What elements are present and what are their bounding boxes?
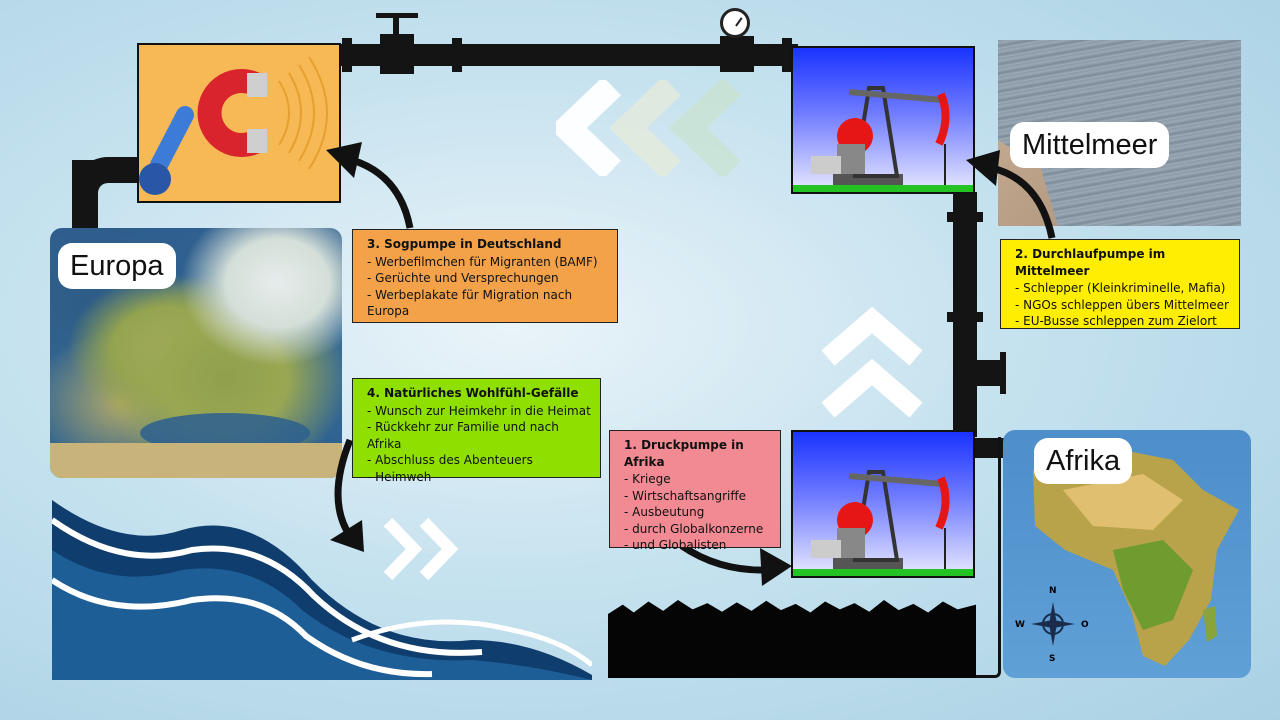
panel-druckpumpe: 1. Druckpumpe in Afrika Kriege Wirtschaf…	[609, 430, 781, 552]
chevrons-left-icon	[556, 80, 741, 176]
pump-box-mittelmeer	[791, 46, 975, 194]
crowd-silhouette	[608, 600, 976, 678]
arrow-druck-head	[760, 548, 792, 586]
pipe-side-valve-handle	[1000, 352, 1006, 394]
panel-durchlaufpumpe-line: NGOs schleppen übers Mittelmeer	[1015, 297, 1231, 314]
oil-pump-icon	[811, 470, 950, 572]
panel-wohlfuehl-line: Abschluss des Abenteuers	[367, 452, 592, 469]
pipe-valve-body	[380, 34, 414, 74]
magnet-icon	[139, 56, 328, 195]
region-label-europa: Europa	[58, 243, 176, 289]
pressure-gauge-icon	[720, 8, 750, 38]
grass-strip	[793, 185, 973, 192]
afrika-continent	[1033, 448, 1239, 666]
chevrons-up-icon	[822, 306, 922, 418]
region-label-mittelmeer: Mittelmeer	[1010, 122, 1170, 168]
panel-durchlaufpumpe-line: EU-Busse schleppen zum Zielort	[1015, 313, 1231, 330]
panel-druckpumpe-line: Wirtschaftsangriffe	[624, 488, 772, 505]
pipe-right-flange-1	[947, 212, 983, 222]
panel-sogpumpe-line: Werbefilmchen für Migranten (BAMF)	[367, 254, 609, 271]
pipe-top-flange-3	[782, 38, 792, 72]
magnet-box	[137, 43, 341, 203]
oil-pump-icon	[811, 86, 950, 188]
europa-map	[50, 228, 342, 478]
panel-durchlaufpumpe-title: 2. Durchlaufpumpe im Mittelmeer	[1015, 247, 1166, 278]
pipe-outline-bottom	[975, 437, 1001, 678]
panel-druckpumpe-line: durch Globalkonzerne	[624, 521, 772, 538]
chevrons-right-icon	[384, 518, 459, 580]
pipe-gauge-body	[720, 36, 754, 72]
compass-n: N	[1049, 586, 1057, 596]
arrow-sog	[350, 156, 414, 229]
compass-rose-icon	[1031, 602, 1075, 646]
panel-durchlaufpumpe: 2. Durchlaufpumpe im Mittelmeer Schleppe…	[1000, 239, 1240, 329]
panel-sogpumpe-title: 3. Sogpumpe in Deutschland	[367, 237, 562, 251]
panel-wohlfuehl-title: 4. Natürliches Wohlfühl-Gefälle	[367, 386, 579, 400]
panel-wohlfuehl-line: Heimweh	[367, 469, 592, 486]
grass-strip	[793, 569, 973, 576]
waves-graphic	[52, 500, 592, 680]
panel-sogpumpe-line: Werbeplakate für Migration nach Europa	[367, 287, 609, 320]
pipe-valve-handle	[376, 13, 418, 18]
pipe-valve-stem	[393, 16, 399, 36]
compass-o: O	[1081, 620, 1089, 630]
pipe-side-valve	[972, 360, 1002, 386]
pump-box-afrika	[791, 430, 975, 578]
panel-sogpumpe-line: Gerüchte und Versprechungen	[367, 270, 609, 287]
region-label-afrika: Afrika	[1034, 438, 1133, 484]
compass-w: W	[1015, 620, 1025, 630]
panel-druckpumpe-title: 1. Druckpumpe in Afrika	[624, 438, 744, 469]
panel-durchlaufpumpe-line: Schlepper (Kleinkriminelle, Mafia)	[1015, 280, 1231, 297]
pipe-top-flange-2	[452, 38, 462, 72]
panel-wohlfuehl-line: Wunsch zur Heimkehr in die Heimat	[367, 403, 592, 420]
europa-north-africa	[50, 443, 342, 478]
compass-s: S	[1049, 654, 1056, 664]
pipe-right-flange-2	[947, 312, 983, 322]
panel-wohlfuehl: 4. Natürliches Wohlfühl-Gefälle Wunsch z…	[352, 378, 601, 484]
panel-sogpumpe: 3. Sogpumpe in Deutschland Werbefilmchen…	[352, 229, 618, 323]
pipe-top-flange-1	[342, 38, 352, 72]
panel-druckpumpe-line: Kriege	[624, 471, 772, 488]
panel-wohlfuehl-line: Rückkehr zur Familie und nach Afrika	[367, 419, 592, 452]
panel-druckpumpe-line: Ausbeutung	[624, 504, 772, 521]
panel-druckpumpe-line: und Globalisten	[624, 537, 772, 554]
